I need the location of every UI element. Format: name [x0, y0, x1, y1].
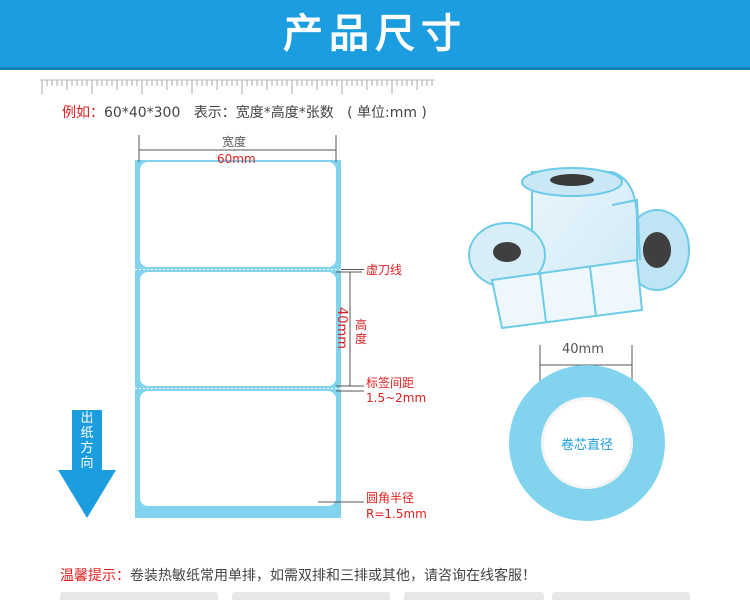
label-roll-illustration — [468, 167, 690, 330]
example-line: 例如：60*40*300 表示：宽度*高度*张数 ( 单位:mm ) — [62, 102, 427, 122]
example-prefix: 例如： — [62, 105, 104, 121]
width-value: 60mm — [217, 152, 256, 166]
output-direction-char: 方 — [80, 441, 94, 456]
tip-line: 温馨提示：卷装热敏纸常用单排，如需双排和三排或其他，请咨询在线客服！ — [60, 565, 536, 585]
roll-core-diagram: 40mm 卷芯直径 — [500, 340, 680, 530]
gap-label: 标签间距 — [366, 376, 415, 390]
example-unit: ( 单位:mm ) — [347, 105, 427, 121]
page-title: 产品尺寸 — [283, 11, 467, 57]
height-label-2: 度 — [355, 332, 368, 346]
height-label-1: 高 — [355, 318, 368, 332]
roll-core-label: 卷芯直径 — [560, 438, 613, 453]
gap-value: 1.5~2mm — [366, 391, 427, 405]
roll-core-hole — [544, 400, 630, 486]
corner-radius-value: R=1.5mm — [366, 507, 427, 521]
example-value: 60*40*300 — [104, 105, 181, 121]
tip-text: 卷装热敏纸常用单排，如需双排和三排或其他，请咨询在线客服！ — [130, 568, 536, 584]
bottom-tab-strip — [552, 592, 690, 600]
bottom-tab-strip — [404, 592, 544, 600]
output-direction-text: 出 纸 方 向 — [80, 411, 94, 471]
roll-core-drawing — [509, 345, 665, 521]
label-strip-drawing: 40mm — [58, 135, 364, 518]
output-direction-arrow — [58, 410, 116, 518]
output-direction-char: 纸 — [80, 426, 94, 441]
perforation-label: 虚刀线 — [366, 263, 403, 277]
output-direction-char: 出 — [80, 411, 94, 426]
label-sheet-2 — [140, 272, 336, 386]
label-sheet-3 — [140, 391, 336, 506]
bottom-tab-strip — [60, 592, 218, 600]
ruler-decoration — [40, 79, 435, 94]
width-label: 宽度 — [222, 135, 247, 149]
bottom-tab-strip — [232, 592, 390, 600]
roll-width-value: 40mm — [562, 342, 604, 357]
corner-radius-label: 圆角半径 — [366, 491, 415, 505]
example-description: 表示：宽度*高度*张数 — [193, 105, 334, 121]
output-direction-char: 向 — [80, 456, 94, 471]
header-banner: 产品尺寸 — [0, 0, 750, 70]
label-strip-diagram: 40mm 宽度 60mm 虚刀线 高 度 标签间距 1.5~2mm 圆角半径 R… — [0, 130, 460, 530]
height-value: 40mm — [334, 307, 349, 349]
label-sheet-1 — [140, 162, 336, 267]
tip-prefix: 温馨提示： — [60, 568, 130, 584]
